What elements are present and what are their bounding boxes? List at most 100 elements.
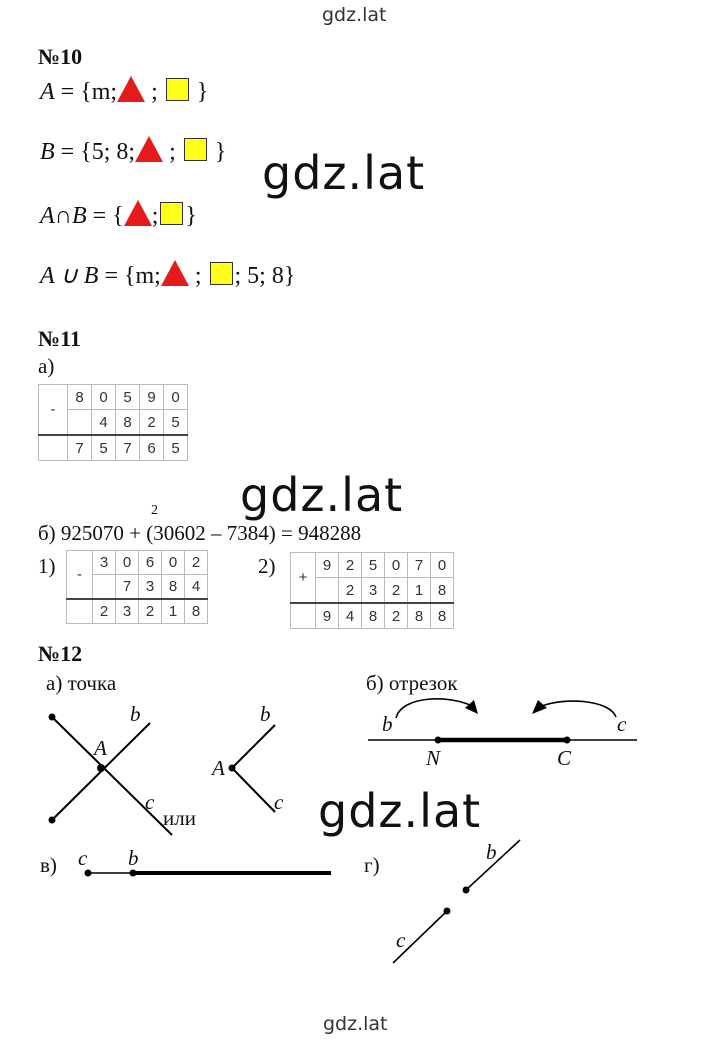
subtraction-table-1: - 3 0 6 0 2 7 3 8 4 2 3 2 1 8 [66,550,208,624]
set-b-line: B = {5; 8; ; } [40,136,226,166]
intersection-point [97,764,105,772]
cell: 8 [67,384,92,410]
intersection-sep: ; [151,203,159,229]
segment-c [392,910,448,964]
set-a-close: } [190,79,209,105]
cell: 0 [384,552,408,578]
label-b: b [130,702,141,726]
watermark-big-1: gdz.lat [262,146,426,200]
segment-b [465,839,521,891]
label-c-ray: c [78,846,88,870]
task10-number: №10 [38,44,83,69]
cell: 9 [315,552,339,578]
cell: 3 [92,550,116,575]
set-b-close: } [208,139,227,165]
task11-part-a: а) [38,354,55,378]
label-b-angle: b [260,702,271,726]
segment-c-end [443,907,451,915]
point-c-dot [84,869,92,877]
set-b-open: = {5; 8; [54,139,136,165]
addition-table-2: + 9 2 5 0 7 0 2 3 2 1 8 9 4 8 2 8 8 [290,552,454,629]
label-A-angle: A [212,756,225,780]
arrowhead-right-icon [465,700,478,714]
cell: 2 [138,598,162,624]
label-c: c [145,790,155,814]
cell: 5 [361,552,385,578]
cell: 2 [184,550,208,575]
label-or: или [163,806,196,830]
segment-b-end [462,886,470,894]
cell: 1 [407,577,431,604]
order-mark: 2 [151,503,158,518]
set-b-name: B [40,139,55,165]
red-triangle-icon [160,260,189,286]
watermark-big-3: gdz.lat [318,784,482,838]
set-b-sep: ; [163,139,182,165]
task12-part-v: в) [40,853,57,877]
cell: 8 [184,598,208,624]
arrow-right-curve [541,700,617,718]
cell: 7 [67,434,92,461]
cell: 8 [407,602,431,629]
cell: 0 [91,384,116,410]
cell: 7 [407,552,431,578]
cell: 9 [139,384,164,410]
intersection-name: A∩B [40,203,87,229]
cell: 5 [163,409,188,436]
red-triangle-icon [117,76,146,102]
task12-part-g: г) [364,853,380,877]
cell: 9 [315,602,339,629]
point-n [434,736,442,744]
union-line: A ∪ B = {m; ; ; 5; 8} [40,260,295,290]
cell: 6 [139,434,164,461]
vertex-point [228,764,236,772]
task12-number: №12 [38,641,83,666]
label-c-angle: c [274,790,284,814]
label-N: N [426,746,441,770]
red-triangle-icon [123,200,152,226]
cell: 8 [430,577,454,604]
label-b-segment: b [382,712,393,736]
yellow-square-icon [165,78,189,101]
intersection-line: A∩B = {;} [40,200,197,230]
arrowhead-left-icon [532,700,547,714]
line-a-main [51,716,173,836]
label-C: C [557,746,572,770]
cell: 0 [163,384,188,410]
task12-part-b: б) отрезок [366,671,458,695]
watermark-big-2: gdz.lat [240,468,404,522]
union-close: ; 5; 8} [234,263,296,289]
cell: 4 [338,602,362,629]
union-sep: ; [188,263,208,289]
watermark-top: gdz.lat [322,4,387,26]
cell: 7 [115,434,140,461]
cell: 5 [163,434,188,461]
red-triangle-icon [135,136,164,162]
cell: 8 [430,602,454,629]
task12-part-a: а) точка [46,671,117,695]
label-c-segment: c [617,712,627,736]
step1-label: 1) [38,554,56,578]
set-a-sep: ; [145,79,164,105]
point-b-dot [129,869,137,877]
yellow-square-icon [160,202,184,225]
intersection-close: } [185,203,197,229]
ray-b [231,724,276,769]
intersection-open: = { [86,203,124,229]
watermark-bottom: gdz.lat [323,1013,388,1035]
label-c-parallel: c [396,928,406,952]
union-name: A ∪ B [40,263,99,289]
arrow-left-curve [395,698,473,719]
endpoint-dot [48,713,56,721]
cell: 5 [91,434,116,461]
yellow-square-icon [209,262,233,285]
subtraction-table-a: - 8 0 5 9 0 4 8 2 5 7 5 7 6 5 [38,384,188,461]
cell: 0 [430,552,454,578]
yellow-square-icon [183,138,207,161]
plus-sign: + [290,552,316,603]
task11-part-b-expression: б) 925070 + (30602 – 7384) = 948288 [38,521,362,545]
set-a-name: A [40,79,55,105]
cell: 4 [184,574,208,600]
label-b-ray: b [128,846,139,870]
